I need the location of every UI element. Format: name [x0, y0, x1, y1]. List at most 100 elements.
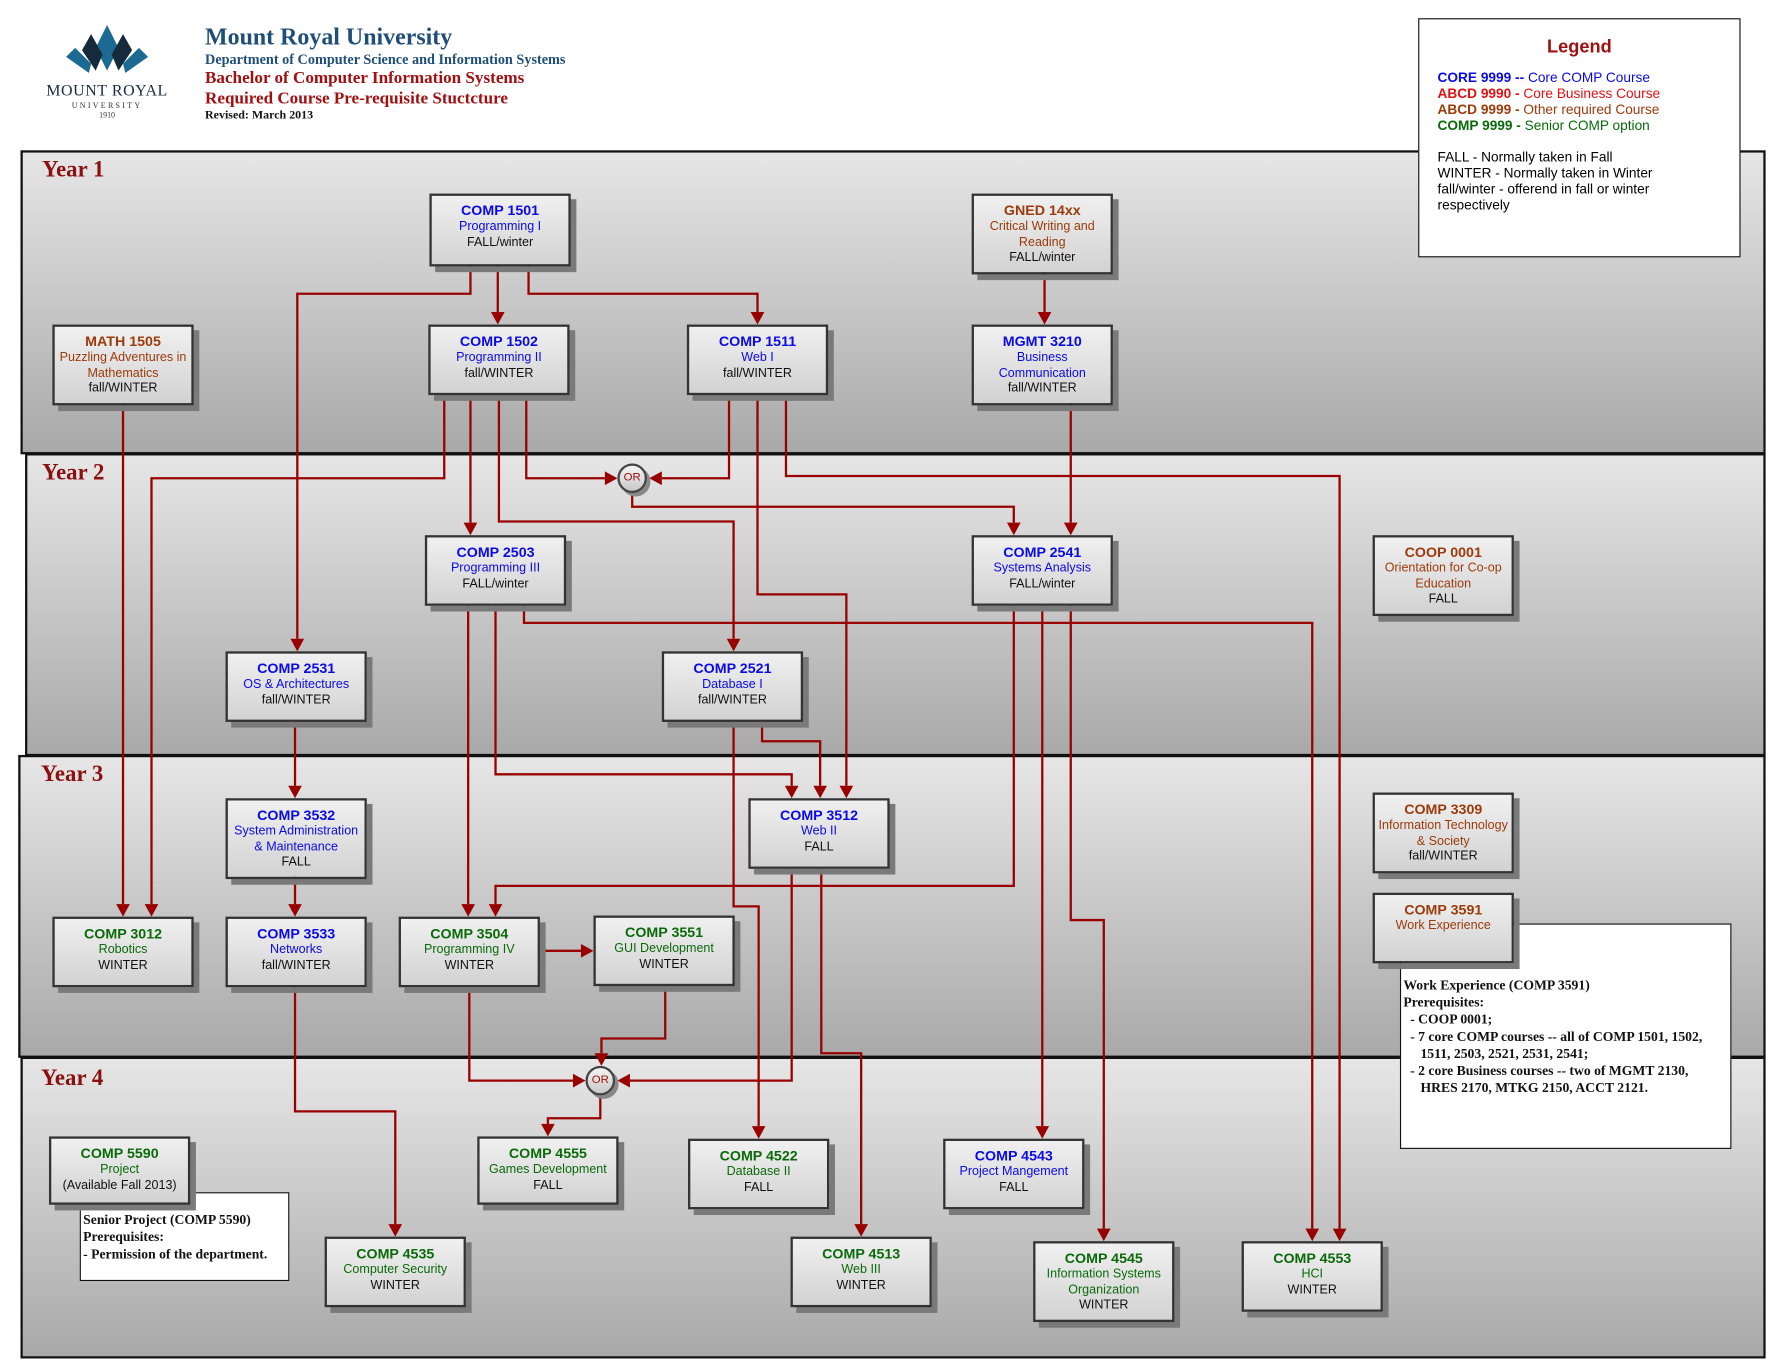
course-code: COMP 3512: [779, 807, 859, 824]
note-title: Senior Project (COMP 5590): [83, 1211, 251, 1228]
year-1-label: Year 1: [42, 157, 105, 183]
course-code: COMP 3551: [625, 924, 704, 941]
course-code: COMP 3533: [257, 925, 336, 942]
course-term: WINTER: [370, 1278, 420, 1292]
page-header: Mount Royal University Department of Com…: [205, 23, 565, 124]
course-title: Database II: [726, 1164, 791, 1179]
arrowhead-icon: [1035, 1126, 1050, 1139]
arrowhead-icon: [617, 1073, 630, 1088]
arrowhead-icon: [580, 943, 594, 958]
course-term: WINTER: [639, 957, 689, 971]
arrowhead-icon: [290, 638, 305, 652]
course-code: COMP 2541: [1003, 544, 1082, 561]
legend-type-core: CORE 9999 -- Core COMP Course: [1437, 69, 1651, 86]
course-title: Web II: [801, 824, 838, 839]
prerequisite-link: [631, 493, 1015, 523]
course-term: fall/WINTER: [88, 381, 158, 396]
legend-title: Legend: [1546, 37, 1612, 57]
course-term: FALL/winter: [466, 235, 534, 249]
course-title: Information Technology & Society: [1378, 818, 1508, 848]
arrowhead-icon: [784, 785, 799, 799]
note-prereq-label: Prerequisites:: [83, 1228, 164, 1245]
course-title: Orientation for Co-op Education: [1384, 561, 1502, 591]
course-title: Work Experience: [1395, 918, 1491, 933]
course-title: Web I: [741, 350, 774, 365]
arrowhead-icon: [594, 1053, 609, 1066]
arrowhead-icon: [490, 312, 505, 325]
course-title: Database I: [702, 677, 763, 692]
or-node: OR: [585, 1065, 616, 1096]
course-code: COMP 4555: [508, 1145, 587, 1162]
prerequisite-link: [784, 395, 1341, 1229]
prerequisite-link: [732, 721, 760, 1127]
course-title: Programming IV: [424, 942, 515, 957]
course-title: GUI Development: [614, 941, 714, 956]
course-code: GNED 14xx: [1003, 202, 1081, 219]
course-term: (Available Fall 2013): [62, 1177, 177, 1192]
logo-name: MOUNT ROYAL: [46, 83, 168, 101]
course-term: FALL: [804, 839, 834, 854]
arrowhead-icon: [726, 638, 741, 652]
year-3-label: Year 3: [41, 761, 104, 787]
course-code: COMP 4522: [719, 1147, 798, 1164]
course-code: COMP 3504: [430, 925, 509, 942]
note-line: - COOP 0001;: [1403, 1011, 1493, 1028]
arrowhead-icon: [463, 522, 478, 536]
prerequisite-link: [527, 264, 759, 313]
course-code: COMP 4535: [356, 1245, 435, 1262]
prerequisite-link: [760, 721, 822, 786]
course-title: Business Communication: [998, 350, 1086, 380]
legend-term-winter: WINTER - Normally taken in Winter: [1437, 165, 1653, 182]
note-line: - 2 core Business courses -- two of MGMT…: [1403, 1062, 1689, 1079]
course-term: FALL: [533, 1177, 563, 1192]
arrowhead-icon: [839, 785, 854, 799]
work-experience-note: Work Experience (COMP 3591) Prerequisite…: [1399, 923, 1732, 1149]
prerequisite-link: [600, 986, 667, 1054]
year-4-label: Year 4: [41, 1065, 104, 1091]
arrowhead-icon: [1305, 1228, 1320, 1242]
course-title: Web III: [841, 1262, 881, 1277]
course-code: COOP 0001: [1404, 544, 1482, 561]
note-line: - 7 core COMP courses -- all of COMP 150…: [1403, 1028, 1703, 1045]
prerequisite-link: [525, 395, 605, 480]
prerequisite-link: [468, 988, 573, 1082]
arrowhead-icon: [288, 785, 302, 799]
legend-type-senior: COMP 9999 - Senior COMP option: [1437, 117, 1650, 134]
prerequisite-link: [629, 868, 793, 1082]
course-title: Critical Writing and Reading: [989, 219, 1095, 249]
course-term: WINTER: [1287, 1282, 1337, 1297]
university-logo: MOUNT ROYAL UNIVERSITY 1910: [32, 23, 182, 125]
arrowhead-icon: [388, 1224, 403, 1237]
course-title: OS & Architectures: [243, 677, 350, 692]
note-prereq-label: Prerequisites:: [1403, 994, 1485, 1011]
course-title: Project: [100, 1162, 140, 1177]
course-code: COMP 4543: [974, 1147, 1053, 1164]
course-term: fall/WINTER: [1408, 849, 1478, 864]
prerequisite-link: [546, 1095, 602, 1124]
course-term: fall/WINTER: [1007, 381, 1077, 396]
arrowhead-icon: [144, 904, 159, 917]
course-title: Puzzling Adventures in Mathematics: [59, 350, 187, 380]
prerequisite-link: [522, 605, 1314, 1229]
arrowhead-icon: [1096, 1228, 1111, 1242]
note-line: HRES 2170, MTKG 2150, ACCT 2121.: [1403, 1079, 1649, 1096]
prerequisite-link: [1069, 605, 1105, 1229]
arrowhead-icon: [116, 904, 130, 917]
course-code: COMP 4513: [822, 1245, 901, 1262]
